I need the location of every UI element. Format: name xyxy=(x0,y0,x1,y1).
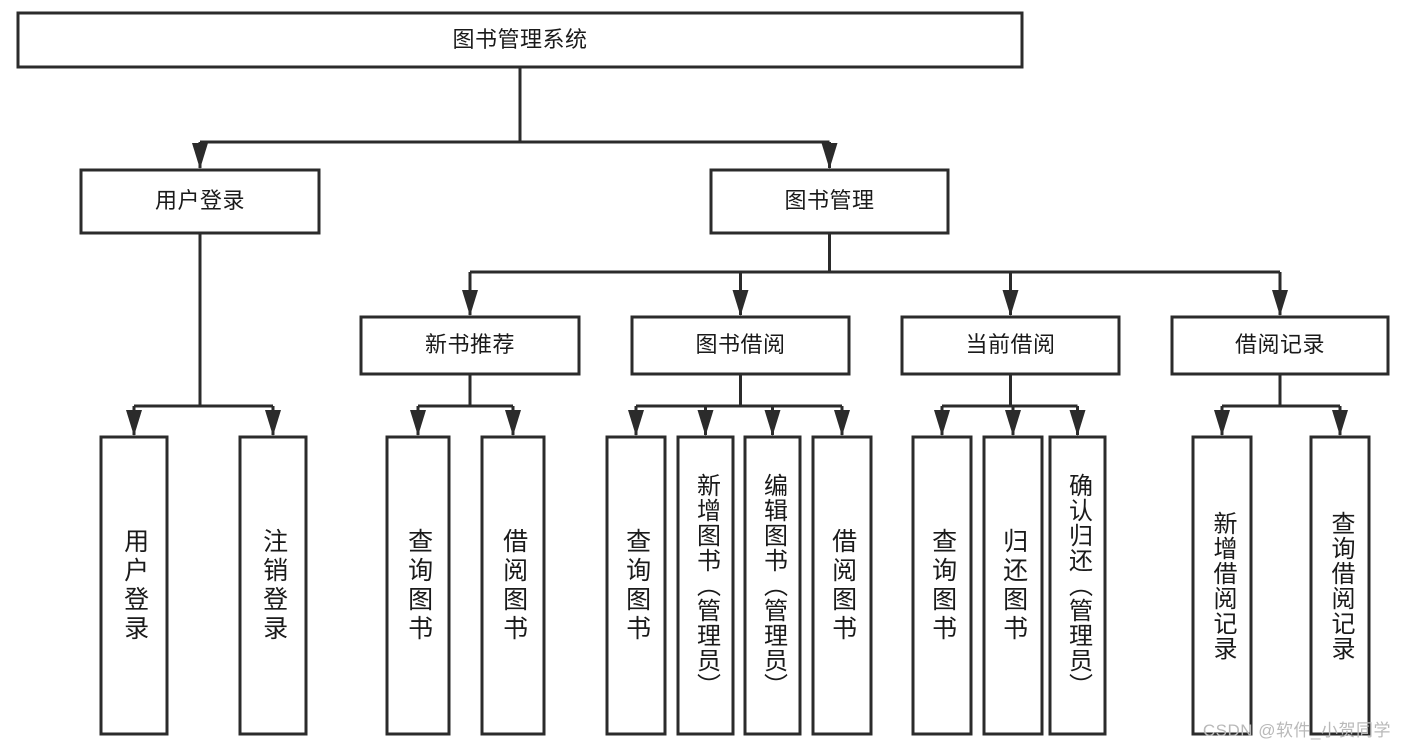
node-box-new-book-rec[interactable] xyxy=(359,315,581,376)
arrow-head-icon xyxy=(192,143,208,169)
node-box-book-borrow[interactable] xyxy=(630,315,851,376)
arrow-head-icon xyxy=(697,410,714,436)
node-box-leaf-edit-book[interactable] xyxy=(743,435,802,736)
node-box-leaf-borrow-book-1[interactable] xyxy=(480,435,546,736)
box-layer xyxy=(16,11,1390,736)
arrow-head-icon xyxy=(1069,410,1086,436)
node-box-leaf-confirm-return[interactable] xyxy=(1048,435,1107,736)
arrow-head-icon xyxy=(764,410,781,436)
node-box-leaf-user-logout[interactable] xyxy=(238,435,308,736)
arrow-head-icon xyxy=(1002,290,1019,316)
edge-layer xyxy=(126,67,1348,436)
arrow-head-icon xyxy=(462,290,478,316)
node-box-leaf-query-book-1[interactable] xyxy=(385,435,451,736)
node-box-borrow-record[interactable] xyxy=(1170,315,1390,376)
arrow-head-icon xyxy=(732,290,749,316)
arrow-head-icon xyxy=(821,143,838,169)
node-box-leaf-user-login[interactable] xyxy=(99,435,169,736)
arrow-head-icon xyxy=(934,410,950,436)
node-box-leaf-query-book-3[interactable] xyxy=(911,435,973,736)
node-box-current-borrow[interactable] xyxy=(900,315,1121,376)
node-box-book-manage[interactable] xyxy=(709,168,950,235)
arrow-head-icon xyxy=(1332,410,1348,436)
node-box-leaf-return-book[interactable] xyxy=(982,435,1044,736)
arrow-head-icon xyxy=(628,410,644,436)
arrow-head-icon xyxy=(126,410,142,436)
node-box-root[interactable] xyxy=(16,11,1024,69)
csdn-watermark: CSDN @软件_小贺同学 xyxy=(1202,721,1391,740)
node-box-leaf-add-book[interactable] xyxy=(676,435,735,736)
arrow-head-icon xyxy=(1214,410,1230,436)
node-box-leaf-borrow-book-2[interactable] xyxy=(811,435,873,736)
arrow-head-icon xyxy=(505,410,521,436)
node-box-leaf-query-record[interactable] xyxy=(1309,435,1371,736)
arrow-head-icon xyxy=(1005,410,1021,436)
arrow-head-icon xyxy=(834,410,850,436)
node-box-leaf-query-book-2[interactable] xyxy=(605,435,667,736)
arrow-head-icon xyxy=(265,410,281,436)
arrow-head-icon xyxy=(1272,290,1288,316)
arrow-head-icon xyxy=(410,410,426,436)
node-box-leaf-add-record[interactable] xyxy=(1191,435,1253,736)
node-box-user-login[interactable] xyxy=(79,168,321,235)
